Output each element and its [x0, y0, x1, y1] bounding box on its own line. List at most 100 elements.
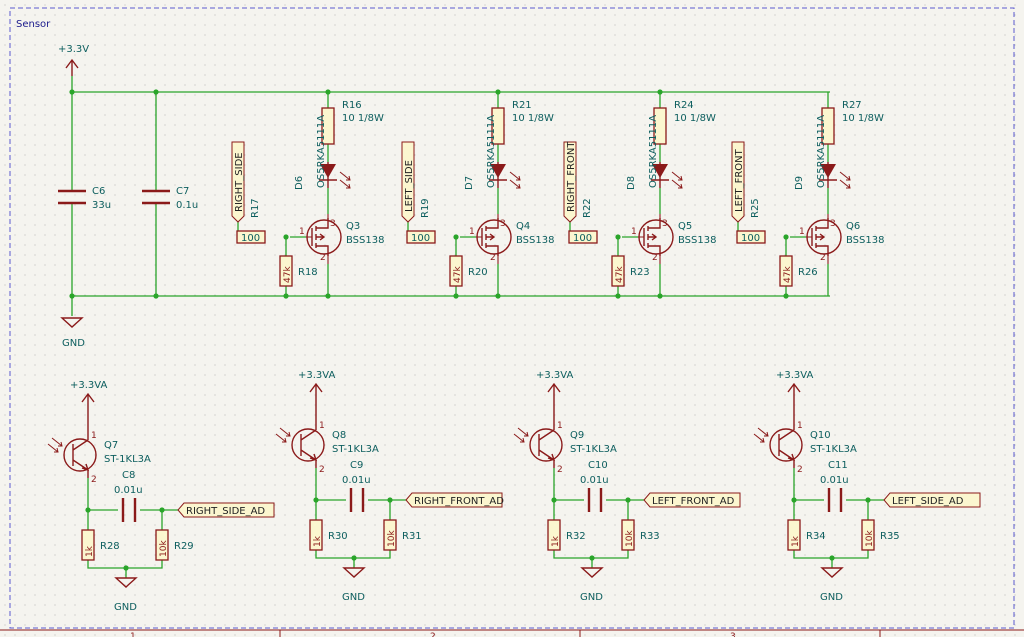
- collector-pin: 1: [797, 421, 803, 431]
- source-pin: 2: [820, 253, 826, 263]
- net-label[interactable]: RIGHT_FRONT: [563, 141, 577, 223]
- resistor-ref: R17: [250, 198, 261, 218]
- diode-ref: D8: [626, 176, 637, 190]
- resistor-value: 100: [573, 233, 592, 244]
- net-label[interactable]: RIGHT_SIDE: [231, 141, 245, 223]
- cap-value: 0.01u: [580, 475, 609, 486]
- cap-ref: C10: [588, 460, 608, 471]
- cap-value: 0.1u: [176, 200, 198, 211]
- resistor-ref: R23: [630, 267, 650, 278]
- ground-label: GND: [342, 592, 365, 603]
- collector-pin: 1: [91, 431, 97, 441]
- mosfet-part: BSS138: [678, 235, 716, 246]
- power-label: +3.3VA: [70, 380, 107, 391]
- resistor-ref: R32: [566, 531, 586, 542]
- transistor-part: ST-1KL3A: [570, 444, 617, 455]
- diode-part: OS5RKA5111A: [316, 115, 327, 188]
- output-net-label[interactable]: RIGHT_FRONT_AD: [405, 492, 504, 508]
- power-label: +3.3VA: [298, 370, 335, 381]
- resistor-ref: R21: [512, 100, 532, 111]
- gate-resistor[interactable]: 100 R17: [236, 198, 266, 244]
- capacitor-c6[interactable]: C6 33u: [58, 186, 111, 211]
- frame-tick-2: 2: [430, 632, 436, 637]
- output-net-label[interactable]: LEFT_SIDE_AD: [883, 492, 981, 508]
- mosfet-ref: Q5: [678, 221, 692, 232]
- power-label: +3.3VA: [776, 370, 813, 381]
- net-label[interactable]: LEFT_FRONT: [731, 141, 745, 223]
- coupling-capacitor[interactable]: C90.01u: [342, 460, 371, 512]
- sensor-channel-1: +3.3VA12Q7ST-1KL3AC80.01uRIGHT_SIDE_AD1k…: [47, 380, 275, 613]
- output-net-label[interactable]: RIGHT_SIDE_AD: [177, 502, 275, 518]
- emitter-pin: 2: [319, 465, 325, 475]
- frame-tick-1: 1: [130, 632, 136, 637]
- ground-symbol: GND: [580, 567, 604, 603]
- ground-label: GND: [580, 592, 603, 603]
- transistor-part: ST-1KL3A: [104, 454, 151, 465]
- output-net-label[interactable]: LEFT_FRONT_AD: [643, 492, 741, 508]
- mosfet-part: BSS138: [346, 235, 384, 246]
- output-label-text: RIGHT_FRONT_AD: [414, 496, 504, 507]
- led-diode[interactable]: D8 OS5RKA5111A: [626, 115, 683, 190]
- resistor-value: 10 1/8W: [674, 113, 716, 124]
- mosfet-part: BSS138: [516, 235, 554, 246]
- gate-pin: 1: [469, 227, 475, 237]
- coupling-capacitor[interactable]: C10 0.01u: [580, 460, 609, 512]
- transistor-ref: Q10: [810, 430, 831, 441]
- resistor-ref: R27: [842, 100, 862, 111]
- ground-label: GND: [62, 338, 85, 349]
- net-label[interactable]: LEFT_SIDE: [401, 141, 415, 223]
- frame-strip: 1 2 3: [0, 629, 1024, 637]
- diode-part: OS5RKA5111A: [648, 115, 659, 188]
- resistor-value: 100: [741, 233, 760, 244]
- resistor-ref: R35: [880, 531, 900, 542]
- ground-symbol: GND: [114, 577, 138, 613]
- ground-symbol: GND: [820, 567, 844, 603]
- sensor-channel-2: +3.3VA12Q8ST-1KL3AC90.01uRIGHT_FRONT_AD1…: [275, 370, 504, 603]
- net-label-text: LEFT_SIDE: [404, 160, 415, 212]
- resistor-ref: R20: [468, 267, 488, 278]
- transistor-ref: Q7: [104, 440, 118, 451]
- ground-symbol: GND: [342, 567, 366, 603]
- collector-pin: 1: [557, 421, 563, 431]
- capacitor-c7[interactable]: C7 0.1u: [142, 186, 198, 211]
- collector-pin: 1: [319, 421, 325, 431]
- coupling-capacitor[interactable]: C80.01u: [114, 470, 143, 522]
- resistor-value: 100: [241, 233, 260, 244]
- resistor-value: 10k: [387, 530, 397, 547]
